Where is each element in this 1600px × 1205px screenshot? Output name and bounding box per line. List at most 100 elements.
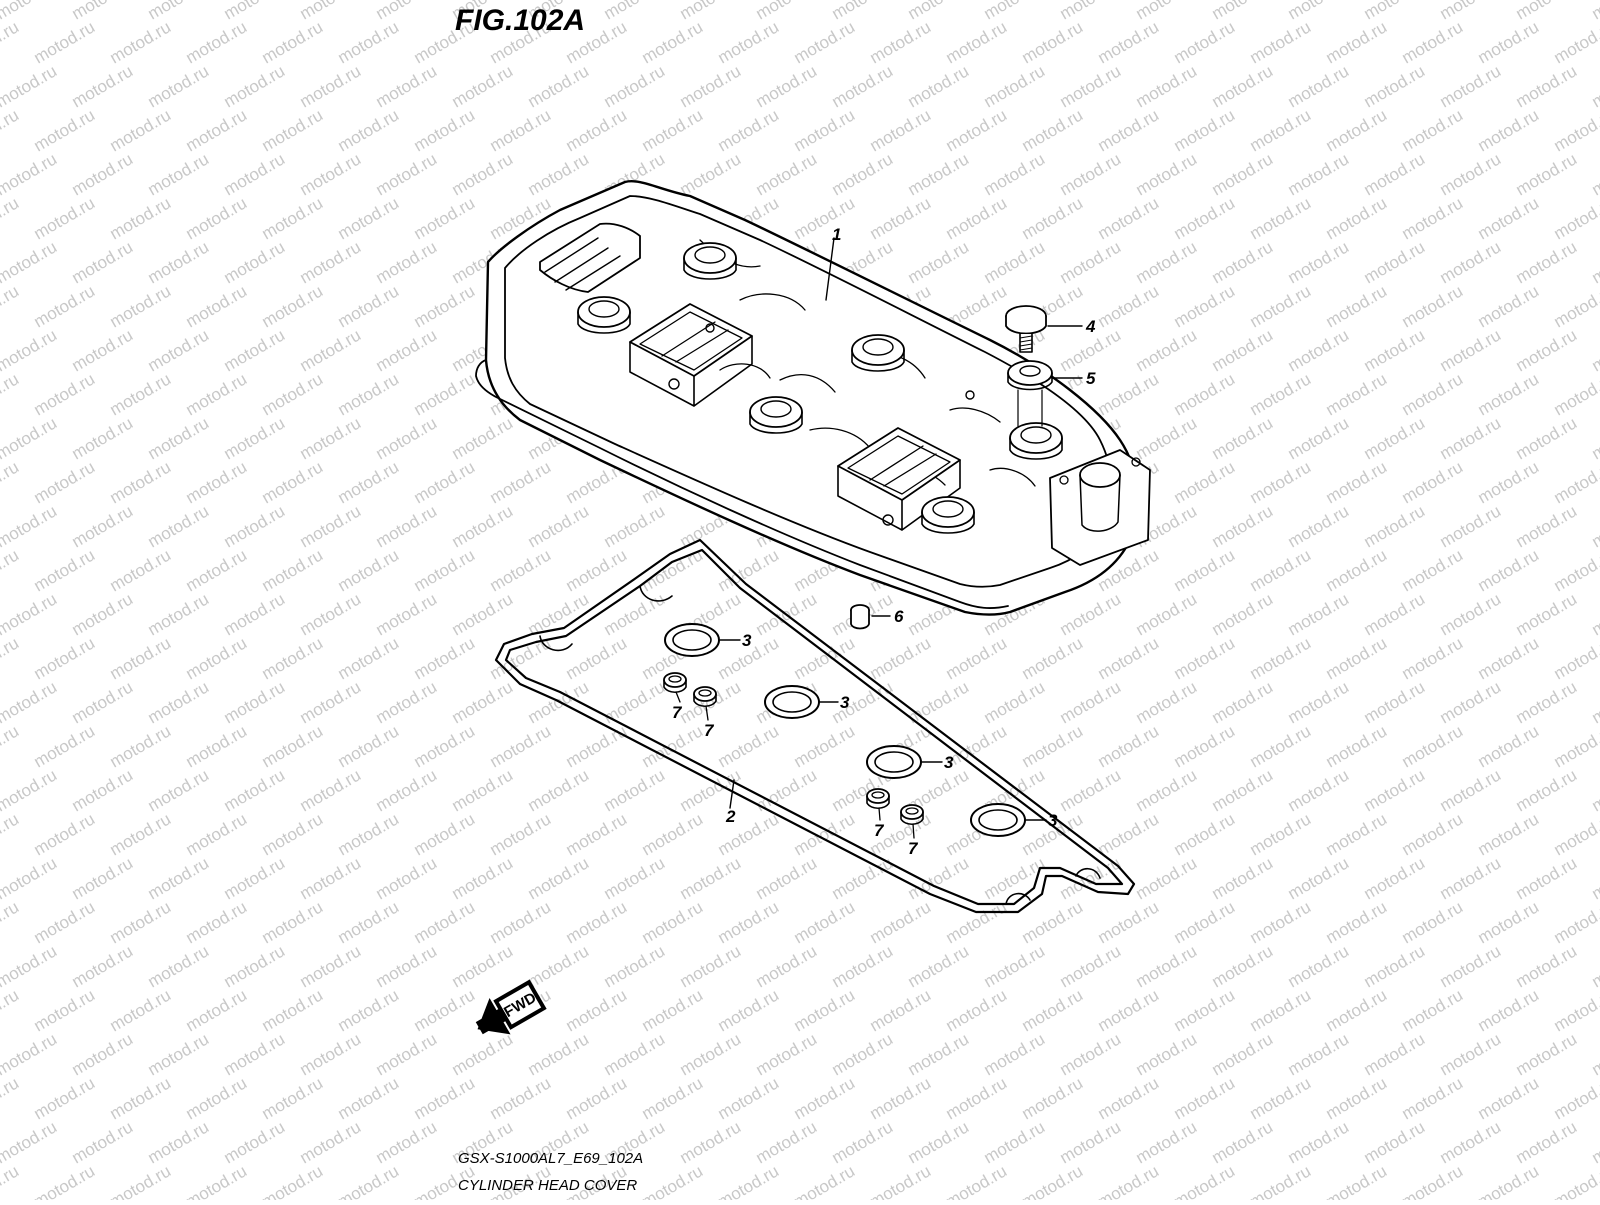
watermark-text: motod.ru bbox=[753, 61, 821, 111]
watermark-text: motod.ru bbox=[791, 17, 859, 67]
watermark-text: motod.ru bbox=[259, 633, 327, 683]
spark-plug-seal-4[interactable] bbox=[971, 804, 1046, 836]
watermark-text: motod.ru bbox=[1247, 809, 1315, 859]
watermark-text: motod.ru bbox=[373, 677, 441, 727]
watermark-text: motod.ru bbox=[1513, 765, 1581, 815]
watermark-text: motod.ru bbox=[1285, 765, 1353, 815]
watermark-text: motod.ru bbox=[0, 809, 22, 859]
watermark-text: motod.ru bbox=[601, 941, 669, 991]
watermark-text: motod.ru bbox=[1209, 1117, 1277, 1167]
watermark-text: motod.ru bbox=[107, 1073, 175, 1123]
watermark-text: motod.ru bbox=[145, 1117, 213, 1167]
watermark-text: motod.ru bbox=[1019, 105, 1087, 155]
watermark-text: motod.ru bbox=[221, 501, 289, 551]
watermark-text: motod.ru bbox=[31, 193, 99, 243]
watermark-text: motod.ru bbox=[487, 721, 555, 771]
watermark-text: motod.ru bbox=[297, 61, 365, 111]
watermark-text: motod.ru bbox=[639, 809, 707, 859]
watermark-text: motod.ru bbox=[259, 17, 327, 67]
watermark-text: motod.ru bbox=[335, 457, 403, 507]
watermark-text: motod.ru bbox=[1171, 1073, 1239, 1123]
watermark-text: motod.ru bbox=[1171, 721, 1239, 771]
watermark-text: motod.ru bbox=[145, 237, 213, 287]
watermark-text: motod.ru bbox=[1323, 17, 1391, 67]
watermark-text: motod.ru bbox=[1057, 61, 1125, 111]
watermark-text: motod.ru bbox=[563, 721, 631, 771]
watermark-text: motod.ru bbox=[1095, 369, 1163, 419]
spark-plug-seal-1[interactable] bbox=[665, 624, 740, 656]
watermark-text: motod.ru bbox=[1589, 149, 1600, 199]
watermark-text: motod.ru bbox=[1399, 545, 1467, 595]
watermark-text: motod.ru bbox=[69, 677, 137, 727]
watermark-text: motod.ru bbox=[449, 853, 517, 903]
watermark-text: motod.ru bbox=[145, 501, 213, 551]
watermark-text: motod.ru bbox=[829, 677, 897, 727]
watermark-text: motod.ru bbox=[1171, 105, 1239, 155]
watermark-text: motod.ru bbox=[69, 237, 137, 287]
watermark-text: motod.ru bbox=[183, 1073, 251, 1123]
watermark-text: motod.ru bbox=[373, 941, 441, 991]
watermark-text: motod.ru bbox=[1589, 589, 1600, 639]
watermark-text: motod.ru bbox=[981, 1117, 1049, 1167]
watermark-text: motod.ru bbox=[1323, 1161, 1391, 1200]
watermark-text: motod.ru bbox=[31, 457, 99, 507]
watermark-text: motod.ru bbox=[1057, 677, 1125, 727]
watermark-text: motod.ru bbox=[335, 721, 403, 771]
watermark-text: motod.ru bbox=[107, 721, 175, 771]
watermark-text: motod.ru bbox=[221, 589, 289, 639]
watermark-text: motod.ru bbox=[335, 1161, 403, 1200]
watermark-text: motod.ru bbox=[1475, 193, 1543, 243]
watermark-text: motod.ru bbox=[69, 501, 137, 551]
watermark-text: motod.ru bbox=[221, 237, 289, 287]
watermark-text: motod.ru bbox=[487, 897, 555, 947]
watermark-text: motod.ru bbox=[1399, 193, 1467, 243]
watermark-text: motod.ru bbox=[449, 765, 517, 815]
watermark-text: motod.ru bbox=[1247, 281, 1315, 331]
watermark-text: motod.ru bbox=[183, 633, 251, 683]
watermark-text: motod.ru bbox=[981, 941, 1049, 991]
watermark-text: motod.ru bbox=[677, 853, 745, 903]
watermark-text: motod.ru bbox=[905, 0, 973, 23]
watermark-text: motod.ru bbox=[1589, 853, 1600, 903]
watermark-text: motod.ru bbox=[1057, 1029, 1125, 1079]
watermark-text: motod.ru bbox=[0, 765, 60, 815]
watermark-text: motod.ru bbox=[1323, 105, 1391, 155]
watermark-text: motod.ru bbox=[1551, 17, 1600, 67]
watermark-text: motod.ru bbox=[905, 61, 973, 111]
watermark-text: motod.ru bbox=[145, 941, 213, 991]
watermark-text: motod.ru bbox=[1475, 809, 1543, 859]
watermark-text: motod.ru bbox=[31, 633, 99, 683]
watermark-text: motod.ru bbox=[1475, 545, 1543, 595]
watermark-text: motod.ru bbox=[31, 17, 99, 67]
watermark-text: motod.ru bbox=[1171, 1161, 1239, 1200]
small-seal-3[interactable] bbox=[867, 789, 889, 820]
watermark-text: motod.ru bbox=[1323, 721, 1391, 771]
watermark-text: motod.ru bbox=[297, 325, 365, 375]
spark-plug-seal-3[interactable] bbox=[867, 746, 942, 778]
watermark-text: motod.ru bbox=[1589, 413, 1600, 463]
watermark-text: motod.ru bbox=[981, 1029, 1049, 1079]
watermark-text: motod.ru bbox=[1513, 149, 1581, 199]
watermark-text: motod.ru bbox=[69, 589, 137, 639]
spark-plug-seal-2[interactable] bbox=[765, 686, 838, 718]
watermark-text: motod.ru bbox=[791, 1073, 859, 1123]
watermark-text: motod.ru bbox=[905, 149, 973, 199]
watermark-text: motod.ru bbox=[145, 677, 213, 727]
watermark-text: motod.ru bbox=[715, 1073, 783, 1123]
watermark-text: motod.ru bbox=[981, 149, 1049, 199]
watermark-text: motod.ru bbox=[1209, 149, 1277, 199]
watermark-text: motod.ru bbox=[1513, 853, 1581, 903]
watermark-text: motod.ru bbox=[1551, 985, 1600, 1035]
watermark-text: motod.ru bbox=[525, 941, 593, 991]
watermark-text: motod.ru bbox=[715, 809, 783, 859]
watermark-text: motod.ru bbox=[1437, 237, 1505, 287]
watermark-text: motod.ru bbox=[867, 193, 935, 243]
small-seal-1[interactable] bbox=[664, 673, 686, 702]
watermark-text: motod.ru bbox=[487, 545, 555, 595]
watermark-text: motod.ru bbox=[1323, 1073, 1391, 1123]
watermark-text: motod.ru bbox=[221, 0, 289, 23]
watermark-text: motod.ru bbox=[221, 61, 289, 111]
watermark-text: motod.ru bbox=[183, 17, 251, 67]
watermark-text: motod.ru bbox=[145, 413, 213, 463]
watermark-text: motod.ru bbox=[69, 941, 137, 991]
